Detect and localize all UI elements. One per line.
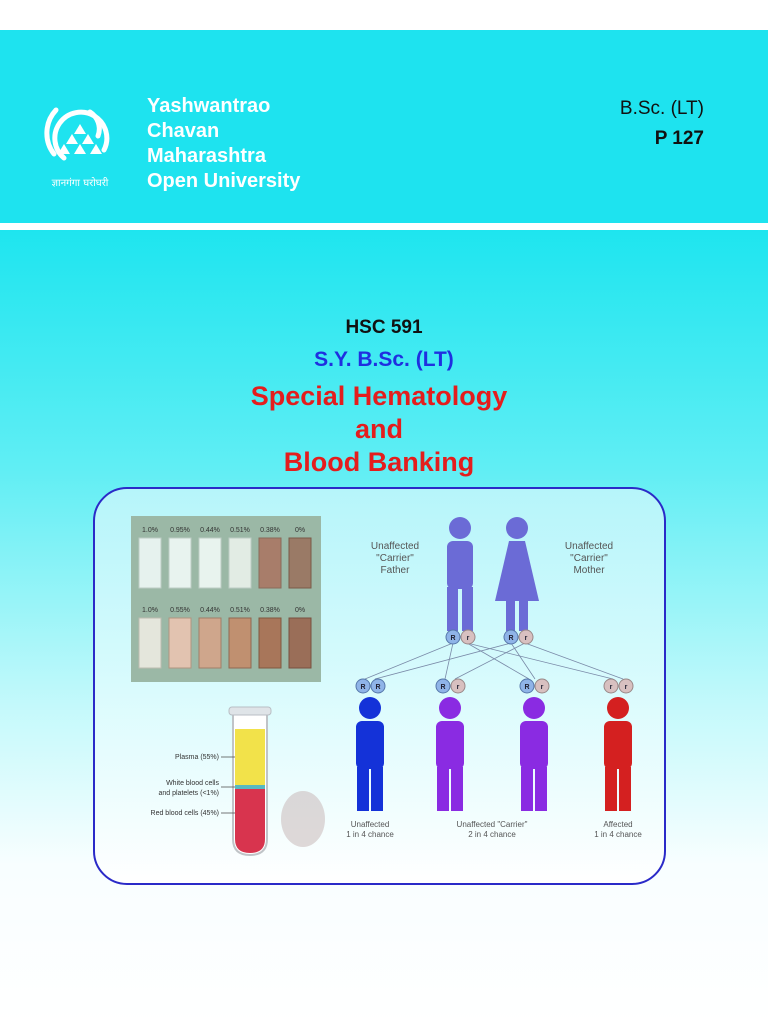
course-title-line: Special Hematology — [250, 381, 508, 411]
course-code: HSC 591 — [345, 317, 423, 338]
unaffected-child-figure — [356, 697, 384, 811]
allele-label: R — [440, 684, 445, 691]
allele-label: R — [450, 635, 455, 642]
allele-label: r — [625, 684, 628, 691]
mother-figure — [495, 517, 539, 631]
top-margin — [0, 0, 768, 30]
wbc-label: and platelets (<1%) — [158, 790, 219, 797]
illustration-panel: 1.0% 0.95% 0.44% 0.51% 0.38% 0% 1.0% 0.5… — [93, 487, 666, 885]
plasma-label: Plasma (55%) — [175, 754, 219, 761]
affected-caption: Affected — [603, 820, 632, 829]
logo-motto: ज्ञानगंगा घरोघरी — [52, 177, 109, 189]
course-title-line: Blood Banking — [283, 447, 475, 477]
university-name-line: Yashwantrao — [147, 95, 271, 117]
carrier-child-figure — [436, 697, 464, 811]
dilution-label: 0.44% — [200, 607, 220, 614]
allele-label: r — [541, 684, 544, 691]
allele-label: r — [467, 635, 470, 642]
punnett-lines — [364, 642, 624, 680]
dilution-label: 0.38% — [260, 527, 280, 534]
university-name-line: Open University — [147, 170, 301, 192]
header-divider — [0, 223, 768, 230]
dilution-label: 0.51% — [230, 527, 250, 534]
dilution-label: 0.95% — [170, 527, 190, 534]
dilution-label: 0.51% — [230, 607, 250, 614]
course-title-line: and — [354, 414, 403, 444]
carrier-caption: Unaffected "Carrier" — [457, 820, 528, 829]
carrier-caption: 2 in 4 chance — [468, 830, 516, 839]
unaffected-caption: Unaffected — [351, 820, 390, 829]
allele-label: r — [457, 684, 460, 691]
course-title: Special Hematology and Blood Banking — [0, 380, 758, 479]
allele-label: R — [360, 684, 365, 691]
dilution-label: 0% — [295, 607, 305, 614]
program-block: B.Sc. (LT) P 127 — [620, 94, 704, 154]
rbc-label: Red blood cells (45%) — [151, 810, 219, 817]
allele-label: r — [525, 635, 528, 642]
parent-alleles: R r R r — [445, 629, 534, 645]
allele-label: R — [524, 684, 529, 691]
affected-child-figure — [604, 697, 632, 811]
child-alleles: R R R r R r r r — [355, 678, 634, 694]
blood-tube-diagram: Plasma (55%) White blood cells and plate… — [133, 701, 333, 859]
university-name-line: Chavan — [147, 120, 220, 142]
dilution-tubes-photo: 1.0% 0.95% 0.44% 0.51% 0.38% 0% 1.0% 0.5… — [131, 516, 321, 682]
father-figure — [447, 517, 473, 631]
university-name-line: Maharashtra — [147, 145, 266, 167]
mother-label: Mother — [573, 565, 605, 576]
program-code: P 127 — [654, 128, 704, 149]
father-label: Father — [381, 565, 411, 576]
affected-caption: 1 in 4 chance — [594, 830, 642, 839]
dilution-label: 1.0% — [142, 607, 158, 614]
dilution-label: 0.38% — [260, 607, 280, 614]
course-level: S.Y. B.Sc. (LT) — [314, 348, 454, 371]
dilution-label: 0% — [295, 527, 305, 534]
allele-label: r — [610, 684, 613, 691]
dilution-label: 0.44% — [200, 527, 220, 534]
dilution-label: 0.55% — [170, 607, 190, 614]
mother-label: "Carrier" — [570, 553, 608, 564]
university-name: Yashwantrao Chavan Maharashtra Open Univ… — [147, 94, 300, 194]
allele-label: R — [508, 635, 513, 642]
wbc-label: White blood cells — [166, 780, 219, 787]
carrier-child-figure — [520, 697, 548, 811]
dilution-label: 1.0% — [142, 527, 158, 534]
program-name: B.Sc. (LT) — [619, 98, 704, 119]
father-label: "Carrier" — [376, 553, 414, 564]
tube-row-top — [138, 537, 312, 589]
unaffected-caption: 1 in 4 chance — [346, 830, 394, 839]
university-logo: ज्ञानगंगा घरोघरी — [34, 90, 126, 190]
mother-label: Unaffected — [565, 541, 613, 552]
tube-row-bottom — [138, 617, 312, 669]
inheritance-diagram: Unaffected "Carrier" Father Unaffected "… — [323, 509, 653, 849]
father-label: Unaffected — [371, 541, 419, 552]
header-band — [0, 30, 768, 223]
allele-label: R — [375, 684, 380, 691]
